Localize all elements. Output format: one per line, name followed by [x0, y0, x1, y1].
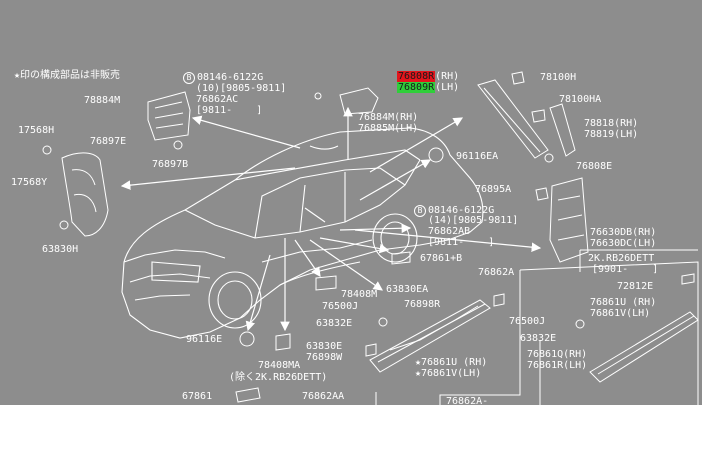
part-63830EA[interactable]: 63830EA: [386, 284, 429, 295]
part-63832E-left[interactable]: 63832E: [316, 318, 353, 329]
part-96116EA[interactable]: 96116EA: [456, 151, 499, 162]
part-76862AB[interactable]: 76862AB: [428, 226, 471, 237]
part-76885M-lh[interactable]: 76885M(LH): [358, 123, 419, 134]
part-76809R-row[interactable]: 76809R(LH): [397, 82, 459, 93]
part-76897B[interactable]: 76897B: [152, 159, 189, 170]
diagram-drawing: [42, 71, 699, 405]
part-sketches: [42, 71, 699, 405]
part-78408M[interactable]: 78408M: [341, 289, 378, 300]
part-78818-rh[interactable]: 78818(RH): [584, 118, 639, 129]
part-78884M[interactable]: 78884M: [84, 95, 121, 106]
parts-diagram: ★印の構成部品は非販売 78884M 17568H 76897E 76897B …: [0, 0, 702, 405]
box-engine-code: 2K.RB26DETT: [588, 253, 655, 264]
part-63830H[interactable]: 63830H: [42, 244, 79, 255]
part-76809R-highlight: 76809R: [397, 82, 436, 93]
part-78408MA[interactable]: 78408MA: [258, 360, 301, 371]
part-76808R-highlight: 76808R: [397, 71, 436, 82]
bolt-qty-upper: (10)[9805-9811]: [196, 83, 287, 94]
date-range-76862AC: [9811- ]: [196, 105, 263, 116]
part-76862A[interactable]: 76862A: [478, 267, 515, 278]
part-76897E[interactable]: 76897E: [90, 136, 127, 147]
note-78408MA: (除く2K.RB26DETT): [229, 372, 328, 383]
part-72812E[interactable]: 72812E: [617, 281, 654, 292]
part-76630DB-rh[interactable]: 76630DB(RH): [590, 227, 657, 238]
part-17568H[interactable]: 17568H: [18, 125, 55, 136]
part-67861[interactable]: 67861: [182, 391, 213, 402]
part-76861Q-rh[interactable]: 76861Q(RH): [527, 349, 588, 360]
part-78100H[interactable]: 78100H: [540, 72, 577, 83]
part-76898R[interactable]: 76898R: [404, 299, 441, 310]
part-76861R-lh[interactable]: 76861R(LH): [527, 360, 588, 371]
part-76884M-rh[interactable]: 76884M(RH): [358, 112, 419, 123]
part-08146-lower: 08146-6122G: [428, 205, 495, 216]
side-lh: (LH): [435, 82, 460, 93]
part-76808R-row[interactable]: 76808R(RH): [397, 71, 459, 82]
part-17568Y[interactable]: 17568Y: [11, 177, 48, 188]
part-76895A[interactable]: 76895A: [475, 184, 512, 195]
non-sale-note: ★印の構成部品は非販売: [14, 70, 121, 81]
part-76862AC[interactable]: 76862AC: [196, 94, 239, 105]
car-body-outline: [121, 127, 484, 339]
part-76630DC-lh[interactable]: 76630DC(LH): [590, 238, 657, 249]
bolt-b-icon: B: [183, 72, 195, 84]
part-76500J-left[interactable]: 76500J: [322, 301, 359, 312]
bolt-qty-lower: (14)[9805-9811]: [428, 215, 519, 226]
part-76861U-star[interactable]: ★76861U (RH): [415, 357, 488, 368]
part-08146-upper: 08146-6122G: [197, 72, 264, 83]
part-76862AA[interactable]: 76862AA: [302, 391, 345, 402]
part-76898W[interactable]: 76898W: [306, 352, 343, 363]
part-76861V-lh[interactable]: 76861V(LH): [590, 308, 651, 319]
leader-arrows: [120, 106, 542, 332]
part-76861U-rh[interactable]: 76861U (RH): [590, 297, 657, 308]
bolt-b-icon: B: [414, 205, 426, 217]
box-date-range: [9901- ]: [592, 264, 659, 275]
part-76808E[interactable]: 76808E: [576, 161, 613, 172]
part-78819-lh[interactable]: 78819(LH): [584, 129, 639, 140]
part-76862A-bottom[interactable]: 76862A-: [446, 396, 489, 405]
part-76861V-star[interactable]: ★76861V(LH): [415, 368, 482, 379]
part-63830E[interactable]: 63830E: [306, 341, 343, 352]
part-67861B[interactable]: 67861+B: [420, 253, 463, 264]
part-76500J-right[interactable]: 76500J: [509, 316, 546, 327]
side-rh: (RH): [435, 71, 460, 82]
part-63832E-right[interactable]: 63832E: [520, 333, 557, 344]
date-range-76862AB: [9811- ]: [428, 237, 495, 248]
part-96116E[interactable]: 96116E: [186, 334, 223, 345]
part-78100HA[interactable]: 78100HA: [559, 94, 602, 105]
